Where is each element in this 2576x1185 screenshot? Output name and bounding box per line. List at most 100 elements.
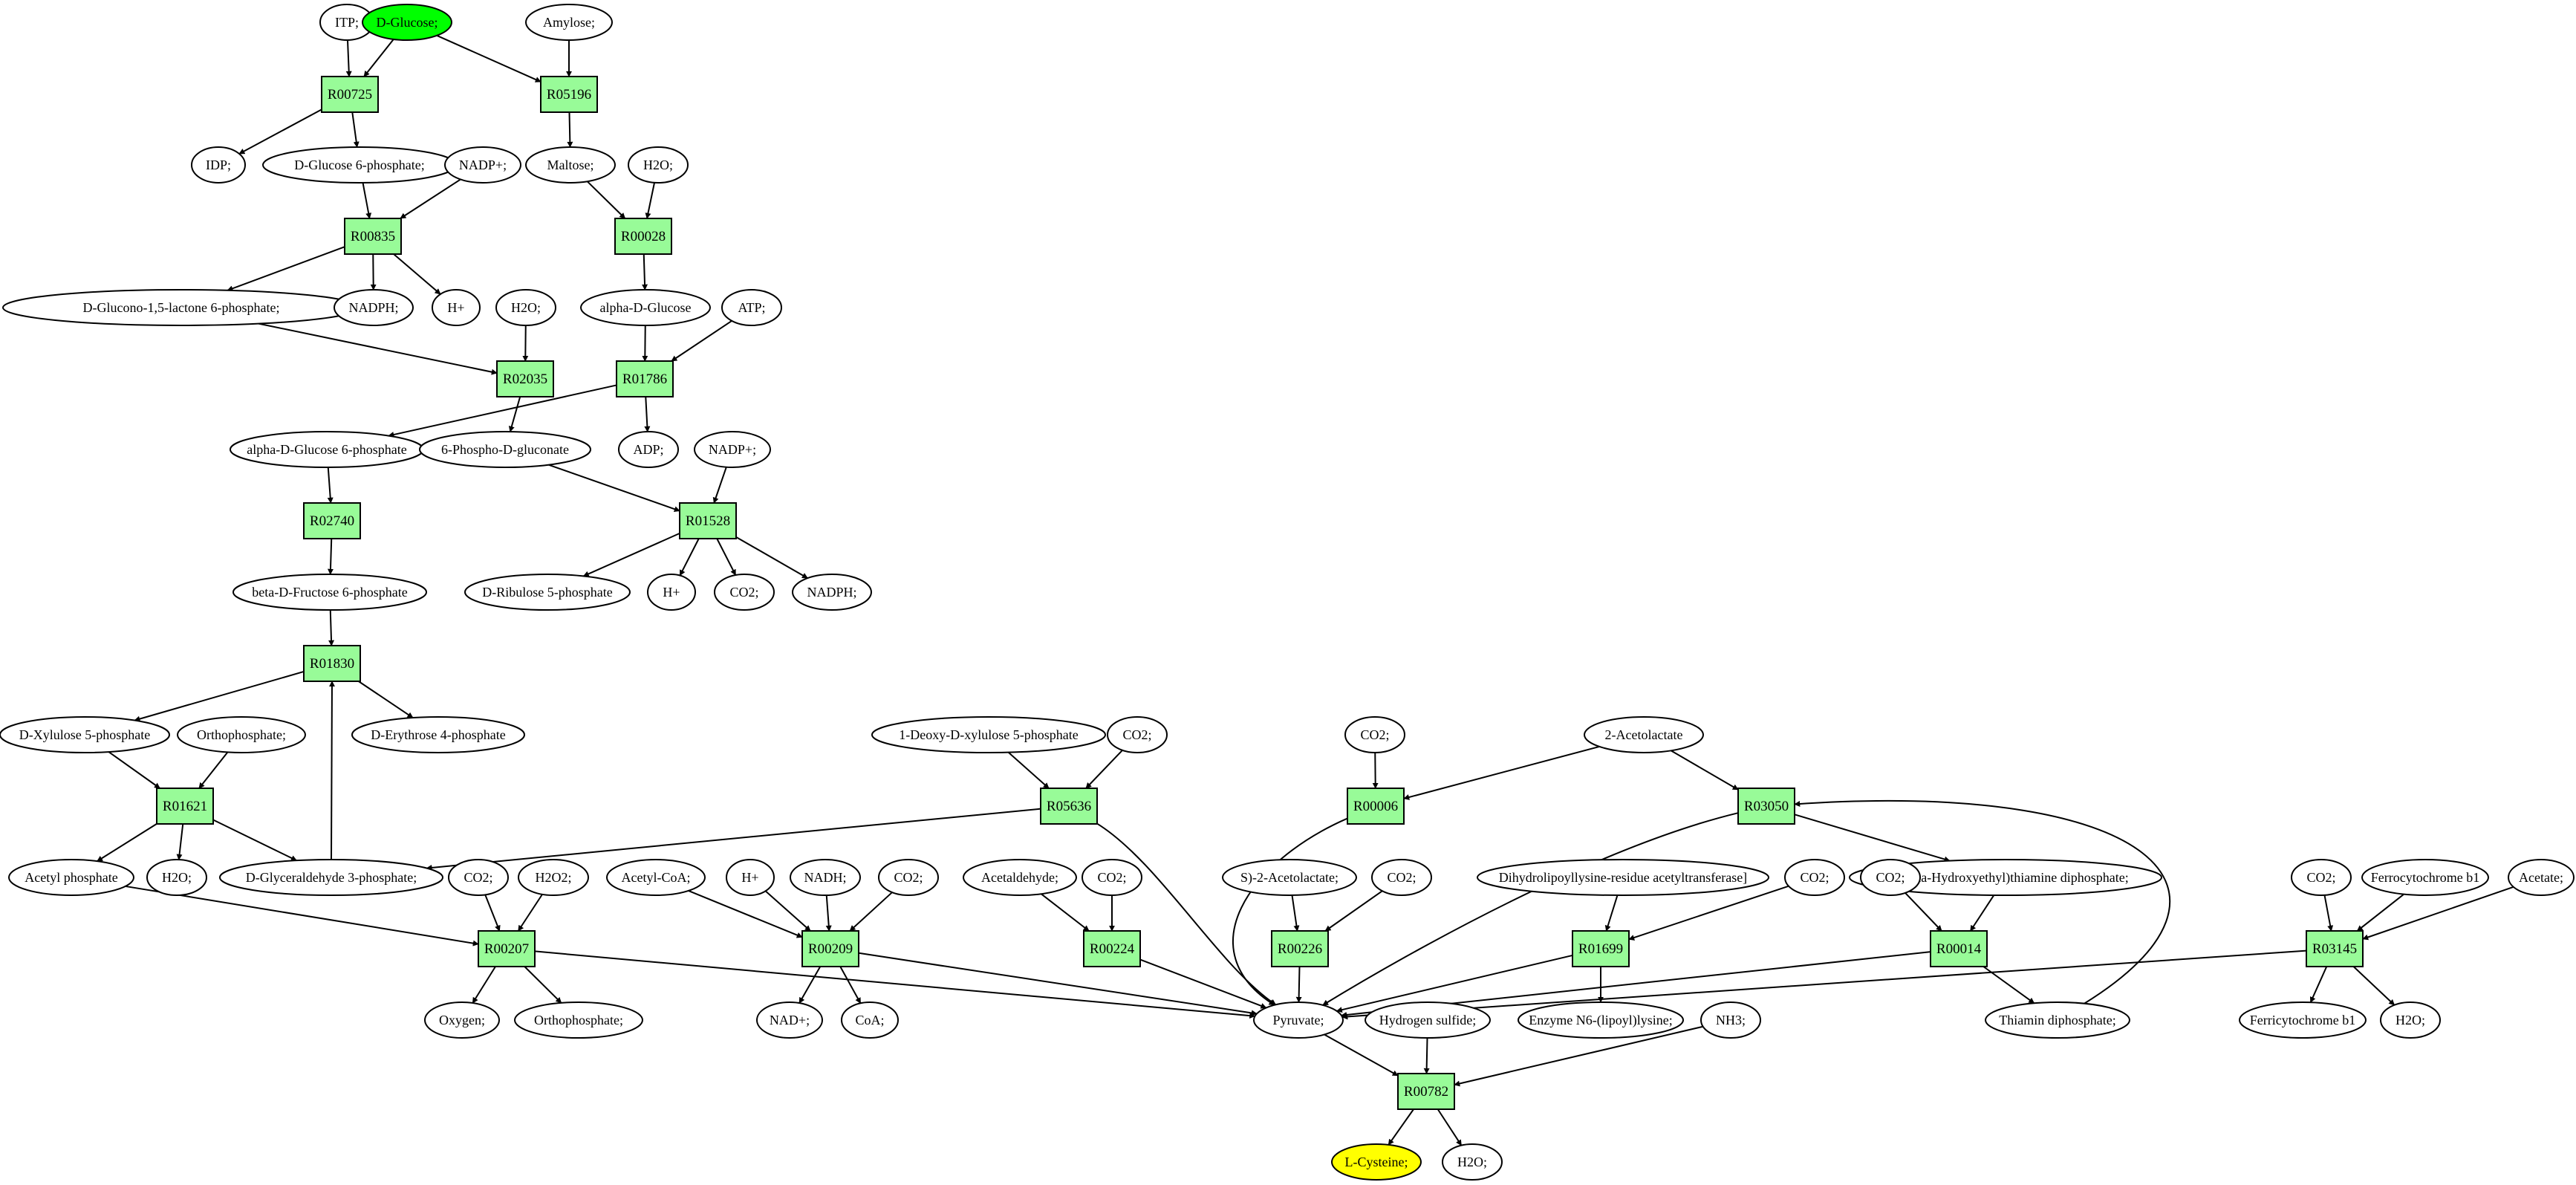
compound-node-nadp2[interactable]: NADP+; [694,431,771,468]
compound-node-amylose[interactable]: Amylose; [525,4,613,41]
reaction-node-r01786[interactable]: R01786 [616,360,674,397]
compound-node-co2b[interactable]: CO2; [1107,716,1168,753]
compound-node-h2o2b[interactable]: H2O2; [518,859,589,896]
compound-ellipse [714,574,775,611]
compound-node-hydroxyethyl[interactable]: 2-(alpha-Hydroxyethyl)thiamine diphospha… [1849,859,2162,896]
compound-node-co2f[interactable]: CO2; [1082,859,1142,896]
compound-node-co2g[interactable]: CO2; [1371,859,1432,896]
reaction-box [303,645,361,682]
reaction-node-r01528[interactable]: R01528 [679,502,737,539]
compound-node-betadf6p[interactable]: beta-D-Fructose 6-phosphate [232,574,427,611]
compound-node-co2j[interactable]: CO2; [2291,859,2352,896]
compound-node-co2c[interactable]: CO2; [1344,716,1405,753]
compound-node-co2h[interactable]: CO2; [1784,859,1845,896]
compound-node-dihydrolipoyl[interactable]: Dihydrolipoyllysine-residue acetyltransf… [1477,859,1769,896]
compound-node-nh3[interactable]: NH3; [1700,1001,1761,1039]
compound-node-atp[interactable]: ATP; [721,289,782,326]
compound-node-alphadg6p[interactable]: alpha-D-Glucose 6-phosphate [230,431,424,468]
reaction-node-r00725[interactable]: R00725 [321,76,379,113]
compound-node-co2e[interactable]: CO2; [878,859,939,896]
compound-node-derythrose[interactable]: D-Erythrose 4-phosphate [351,716,525,753]
node-label: Amylose; [543,15,595,30]
compound-node-acetolactate2[interactable]: 2-Acetolactate [1584,716,1704,753]
compound-node-orthophosphate1[interactable]: Orthophosphate; [177,716,306,753]
compound-node-nadplus[interactable]: NAD+; [756,1001,823,1039]
compound-node-h2o4[interactable]: H2O; [2380,1001,2441,1039]
compound-node-oxygen[interactable]: Oxygen; [424,1001,500,1039]
compound-node-nadph1[interactable]: NADPH; [334,289,414,326]
compound-node-pyruvate[interactable]: Pyruvate; [1253,1001,1344,1039]
compound-node-h2o1[interactable]: H2O; [628,146,689,184]
reaction-node-r00224[interactable]: R00224 [1083,930,1141,967]
compound-node-co2a[interactable]: CO2; [714,574,775,611]
node-label: Orthophosphate; [197,727,286,742]
reaction-node-r01830[interactable]: R01830 [303,645,361,682]
reaction-node-r00835[interactable]: R00835 [344,218,402,255]
compound-node-adp[interactable]: ADP; [618,431,679,468]
reaction-node-r00028[interactable]: R00028 [614,218,672,255]
compound-node-nadph2[interactable]: NADPH; [792,574,872,611]
edge-nadp1-to-r00835 [400,178,461,219]
node-label: R05196 [547,87,591,103]
compound-node-nadp1[interactable]: NADP+; [444,146,521,184]
reaction-node-r00014[interactable]: R00014 [1930,930,1988,967]
compound-node-h2o5[interactable]: H2O; [1442,1143,1503,1181]
compound-node-nadh[interactable]: NADH; [790,859,861,896]
reaction-node-r05636[interactable]: R05636 [1040,788,1098,825]
compound-ellipse [2380,1001,2441,1039]
compound-node-dglucono[interactable]: D-Glucono-1,5-lactone 6-phosphate; [2,289,360,326]
compound-node-acetaldehyde[interactable]: Acetaldehyde; [963,859,1077,896]
compound-node-alphadglucose[interactable]: alpha-D-Glucose [580,289,711,326]
reaction-node-r00782[interactable]: R00782 [1397,1073,1455,1110]
compound-node-phosphogluconate[interactable]: 6-Phospho-D-gluconate [419,431,591,468]
reaction-node-r02035[interactable]: R02035 [496,360,554,397]
reaction-node-r03050[interactable]: R03050 [1737,788,1795,825]
compound-node-h2o2[interactable]: H2O; [495,289,556,326]
node-label: L-Cysteine; [1345,1155,1408,1169]
compound-node-hplus2[interactable]: H+ [647,574,696,611]
compound-node-hplus3[interactable]: H+ [726,859,775,896]
compound-node-co2d[interactable]: CO2; [448,859,509,896]
compound-node-idp[interactable]: IDP; [191,146,246,184]
compound-node-thiamin[interactable]: Thiamin diphosphate; [1985,1001,2130,1039]
edge-hydrogensulfide-to-r00782 [1423,1037,1430,1074]
reaction-node-r00209[interactable]: R00209 [801,930,859,967]
edge-r01830-to-dxylulose [134,670,305,722]
compound-node-dribulose[interactable]: D-Ribulose 5-phosphate [464,574,631,611]
node-label: H+ [663,585,680,600]
compound-ellipse [1860,859,1921,896]
reaction-node-r01699[interactable]: R01699 [1572,930,1630,967]
reaction-node-r00226[interactable]: R00226 [1271,930,1329,967]
compound-node-deoxyxylulose[interactable]: 1-Deoxy-D-xylulose 5-phosphate [871,716,1106,753]
reaction-node-r01621[interactable]: R01621 [156,788,214,825]
compound-node-orthophosphate2[interactable]: Orthophosphate; [514,1001,643,1039]
compound-node-acetate[interactable]: Acetate; [2508,859,2575,896]
compound-ellipse [756,1001,823,1039]
node-label: Pyruvate; [1273,1013,1324,1027]
reaction-node-r00207[interactable]: R00207 [478,930,536,967]
compound-node-ferrocytochrome[interactable]: Ferrocytochrome b1 [2361,859,2489,896]
compound-node-acetylphosphate[interactable]: Acetyl phosphate [8,859,134,896]
reaction-node-r03145[interactable]: R03145 [2306,930,2364,967]
compound-node-hplus1[interactable]: H+ [432,289,481,326]
reaction-node-r05196[interactable]: R05196 [540,76,598,113]
compound-ellipse [1518,1001,1684,1039]
compound-node-lcysteine[interactable]: L-Cysteine; [1331,1143,1422,1181]
compound-node-maltose[interactable]: Maltose; [525,146,616,184]
compound-node-acetylcoa[interactable]: Acetyl-CoA; [606,859,706,896]
compound-node-dglucose[interactable]: D-Glucose; [362,4,452,41]
compound-node-enzymen6[interactable]: Enzyme N6-(lipoyl)lysine; [1518,1001,1684,1039]
compound-node-co2i[interactable]: CO2; [1860,859,1921,896]
compound-node-hydrogensulfide[interactable]: Hydrogen sulfide; [1365,1001,1491,1039]
compound-node-dg6p[interactable]: D-Glucose 6-phosphate; [262,146,457,184]
compound-node-glyceraldehyde[interactable]: D-Glyceraldehyde 3-phosphate; [219,859,443,896]
compound-node-dxylulose[interactable]: D-Xylulose 5-phosphate [0,716,170,753]
compound-node-ferricytochrome[interactable]: Ferricytochrome b1 [2239,1001,2367,1039]
node-label: H2O; [2396,1013,2425,1027]
reaction-node-r00006[interactable]: R00006 [1347,788,1405,825]
reaction-node-r02740[interactable]: R02740 [303,502,361,539]
compound-node-sacetolactate[interactable]: S)-2-Acetolactate; [1222,859,1357,896]
compound-node-h2o3[interactable]: H2O; [146,859,207,896]
compound-ellipse [432,289,481,326]
compound-node-coa[interactable]: CoA; [841,1001,899,1039]
